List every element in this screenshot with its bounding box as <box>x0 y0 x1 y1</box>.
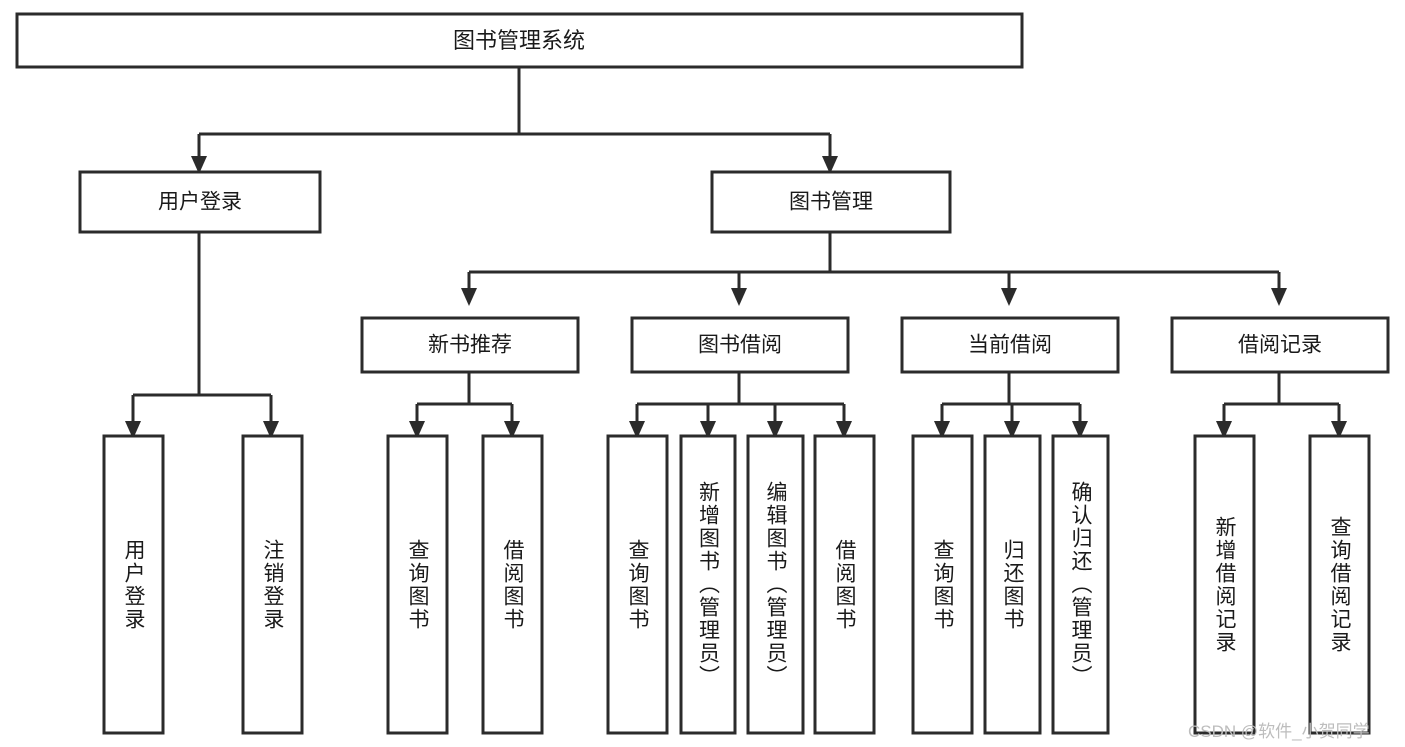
connector-newbook-to-leaves <box>409 372 520 439</box>
connector-bookborrow-to-leaves <box>629 372 852 439</box>
node-current-borrow-label: 当前借阅 <box>968 334 1052 357</box>
node-borrow-record[interactable]: 借阅记录 <box>1170 316 1390 374</box>
leaf-box-confirm-return[interactable] <box>1051 434 1110 735</box>
leaf-box-borrow-book-1[interactable] <box>481 434 544 735</box>
csdn-watermark: CSDN @软件_小贺同学 <box>1188 722 1370 741</box>
node-new-book-recommend[interactable]: 新书推荐 <box>360 316 580 374</box>
node-book-borrow-label: 图书借阅 <box>698 334 782 357</box>
leaf-box-borrow-book-2[interactable] <box>813 434 876 735</box>
connector-root-to-level1 <box>191 67 838 174</box>
node-book-management-label: 图书管理 <box>789 191 873 214</box>
leaf-box-logout-login[interactable] <box>241 434 304 735</box>
leaf-box-return-book[interactable] <box>983 434 1042 735</box>
connector-currentborrow-to-leaves <box>934 372 1088 439</box>
leaf-box-add-book[interactable] <box>679 434 737 735</box>
leaf-box-query-book-1[interactable] <box>386 434 449 735</box>
node-book-borrow[interactable]: 图书借阅 <box>630 316 850 374</box>
leaf-box-query-record[interactable] <box>1308 434 1371 735</box>
node-root[interactable]: 图书管理系统 <box>15 12 1024 69</box>
node-borrow-record-label: 借阅记录 <box>1238 334 1322 357</box>
leaf-box-query-book-2[interactable] <box>606 434 669 735</box>
node-user-login-label: 用户登录 <box>158 191 242 214</box>
leaf-box-edit-book[interactable] <box>746 434 805 735</box>
leaf-box-add-record[interactable] <box>1193 434 1256 735</box>
node-user-login[interactable]: 用户登录 <box>78 170 322 234</box>
connector-bookmgmt-to-level2 <box>461 232 1287 306</box>
node-book-management[interactable]: 图书管理 <box>710 170 952 234</box>
connector-userlogin-to-leaves <box>125 232 279 439</box>
connector-borrowrecord-to-leaves <box>1216 372 1347 439</box>
node-root-label: 图书管理系统 <box>453 28 585 53</box>
leaf-box-query-book-3[interactable] <box>911 434 974 735</box>
leaf-box-user-login[interactable] <box>102 434 165 735</box>
node-current-borrow[interactable]: 当前借阅 <box>900 316 1120 374</box>
node-new-book-recommend-label: 新书推荐 <box>428 334 512 357</box>
